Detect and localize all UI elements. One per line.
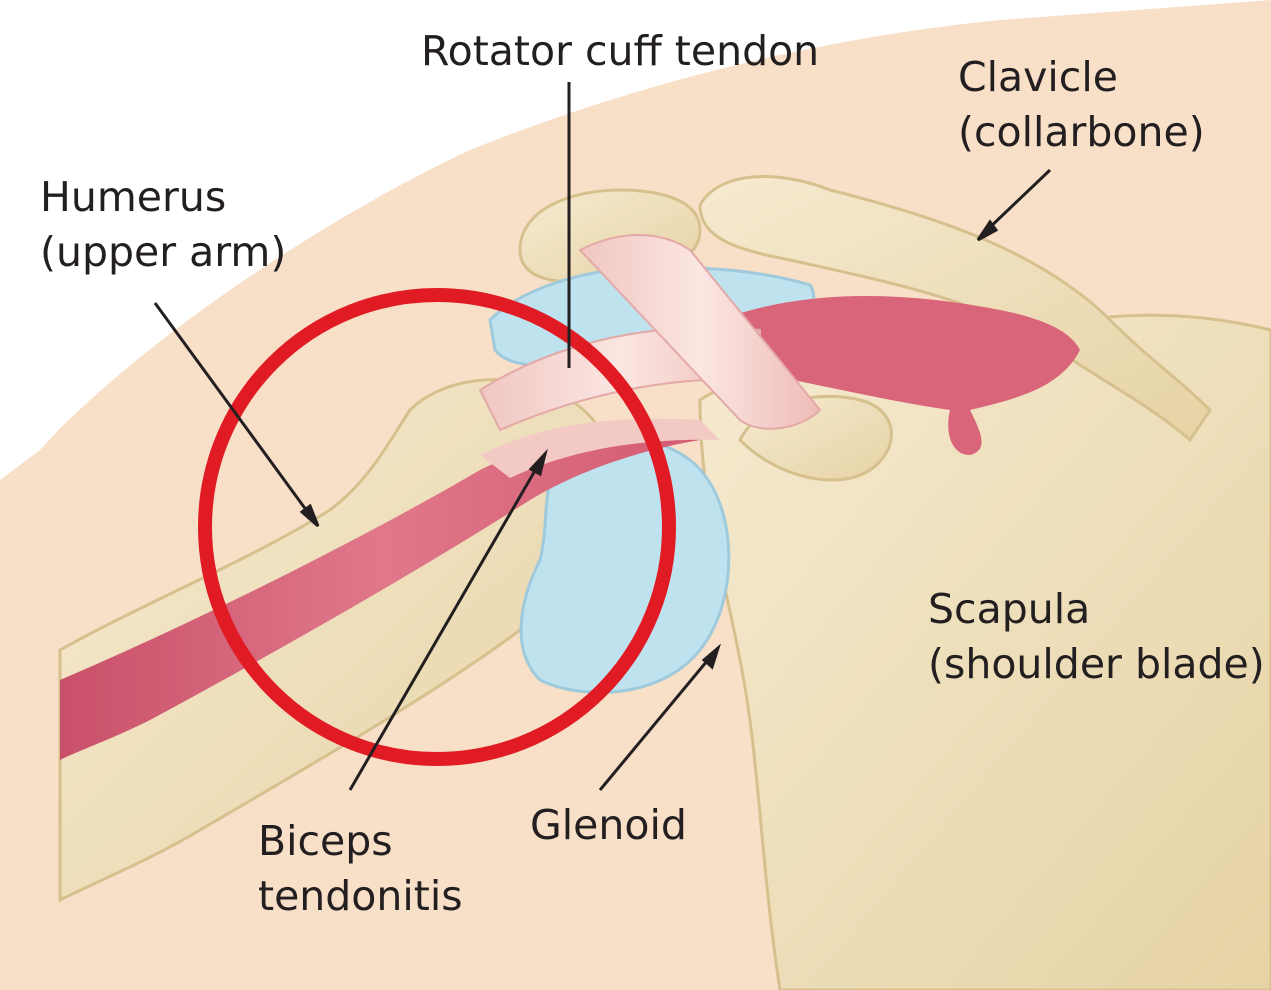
biceps-leader [348,461,542,791]
label-clavicle-line2: (collarbone) [958,107,1205,156]
clavicle-bone [698,175,1212,443]
clavicle-arrowhead [976,219,999,242]
label-humerus-line2: (upper arm) [40,227,287,276]
biceps-arrowhead [528,448,548,477]
leader-lines [153,82,1052,791]
label-clavicle-line1: Clavicle [958,53,1118,101]
glenoid-cartilage [519,436,731,694]
muscle-upper [720,296,1080,455]
label-rotator-cuff-tendon: Rotator cuff tendon [421,27,820,75]
biceps-muscle [60,430,700,760]
humerus-leader [153,302,314,519]
glenoid-arrowhead [701,643,722,670]
coracoacromial-ligament [578,234,822,430]
glenoid-leader [598,654,714,791]
label-scapula: Scapula (shoulder blade) [928,582,1265,692]
label-humerus: Humerus (upper arm) [40,170,286,280]
highlight-ring [198,288,676,766]
label-biceps-line2: tendonitis [258,871,463,920]
label-clavicle: Clavicle (collarbone) [958,50,1205,160]
label-humerus-line1: Humerus [40,173,227,221]
label-biceps-line1: Biceps [258,817,393,865]
label-scapula-line2: (shoulder blade) [928,639,1265,688]
label-scapula-line1: Scapula [928,585,1091,633]
label-glenoid: Glenoid [530,801,687,849]
humerus-arrowhead [299,503,320,528]
clavicle-leader [983,168,1052,234]
label-biceps-tendonitis: Biceps tendonitis [258,814,463,924]
